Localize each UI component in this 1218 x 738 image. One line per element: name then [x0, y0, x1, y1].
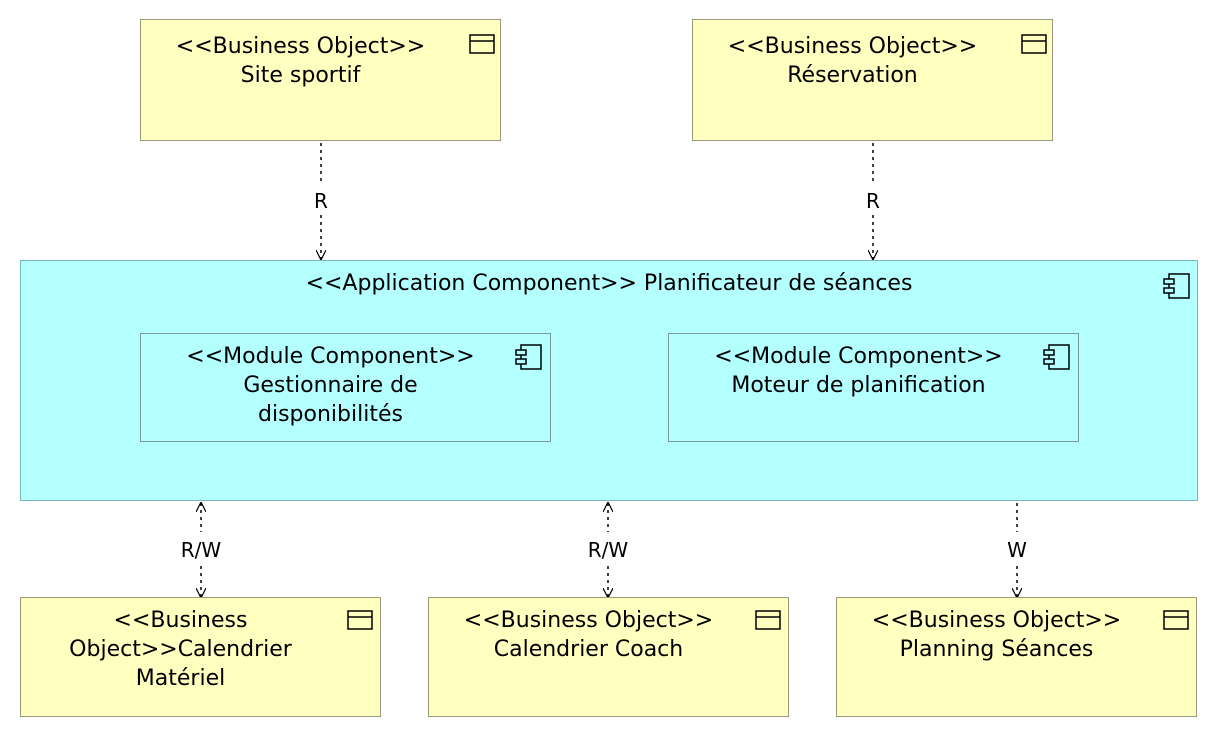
connector-app-planning[interactable]: W	[1007, 503, 1027, 597]
business-object-icon	[755, 610, 781, 630]
module-component-moteur[interactable]: <<Module Component>> Moteur de planifica…	[668, 333, 1079, 442]
connector-label-materiel: R/W	[181, 538, 222, 562]
connector-label-coach: R/W	[588, 538, 629, 562]
connector-site-to-app[interactable]: R	[314, 143, 328, 259]
business-object-icon	[1021, 34, 1047, 54]
gestionnaire-label: <<Module Component>> Gestionnaire de dis…	[186, 344, 475, 427]
business-object-planning-seances[interactable]: <<Business Object>> Planning Séances	[836, 597, 1197, 717]
application-component-planificateur[interactable]: <<Application Component>> Planificateur …	[20, 260, 1198, 501]
calendrier-materiel-label: <<Business Object>>Calendrier Matériel	[69, 608, 292, 691]
application-component-label: <<Application Component>> Planificateur …	[305, 271, 913, 296]
connector-label-planning: W	[1007, 538, 1027, 562]
site-sportif-label: <<Business Object>> Site sportif	[175, 34, 426, 88]
business-object-icon	[469, 34, 495, 54]
connector-app-materiel[interactable]: R/W	[181, 503, 222, 597]
planning-seances-label: <<Business Object>> Planning Séances	[871, 608, 1122, 662]
connector-app-coach[interactable]: R/W	[588, 503, 629, 597]
business-object-icon	[1163, 610, 1189, 630]
business-object-icon	[347, 610, 373, 630]
business-object-site-sportif[interactable]: <<Business Object>> Site sportif	[140, 19, 501, 141]
module-component-gestionnaire[interactable]: <<Module Component>> Gestionnaire de dis…	[140, 333, 551, 442]
connector-label-site: R	[314, 189, 328, 213]
business-object-reservation[interactable]: <<Business Object>> Réservation	[692, 19, 1053, 141]
component-icon	[515, 344, 542, 370]
business-object-calendrier-materiel[interactable]: <<Business Object>>Calendrier Matériel	[20, 597, 381, 717]
connector-label-reservation: R	[866, 189, 880, 213]
component-icon	[1043, 344, 1070, 370]
component-icon	[1163, 273, 1190, 299]
business-object-calendrier-coach[interactable]: <<Business Object>> Calendrier Coach	[428, 597, 789, 717]
reservation-label: <<Business Object>> Réservation	[727, 34, 978, 88]
calendrier-coach-label: <<Business Object>> Calendrier Coach	[463, 608, 714, 662]
moteur-label: <<Module Component>> Moteur de planifica…	[714, 344, 1003, 398]
connector-reservation-to-app[interactable]: R	[866, 143, 880, 259]
